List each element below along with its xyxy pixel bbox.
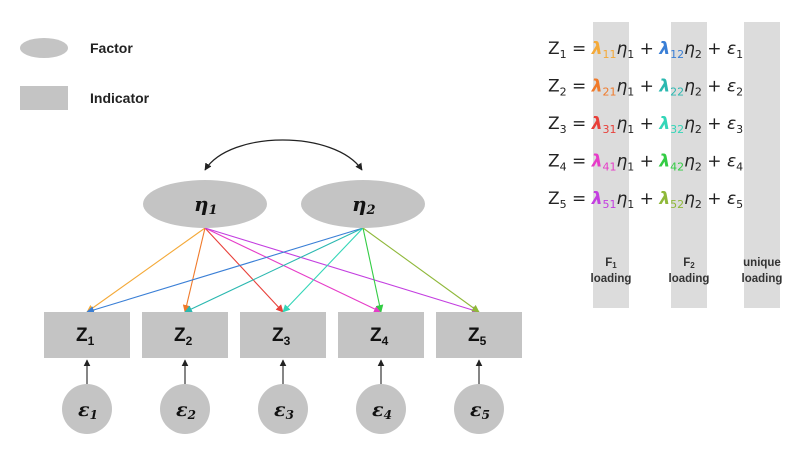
error-symbol: ε5	[470, 399, 490, 422]
indicator-z3: Z3	[240, 312, 326, 358]
equation-z3: Z3 = λ31η1 + λ32η2 + ε3	[548, 114, 743, 136]
indicator-box	[142, 312, 228, 358]
equations: Z1 = λ11η1 + λ12η2 + ε1 Z2 = λ21η1 + λ22η…	[548, 39, 743, 211]
column-bar-f2	[671, 22, 707, 308]
factor-symbol: η1	[194, 192, 218, 218]
loading-arrow-f1-z3	[204, 227, 284, 313]
error-symbol: ε3	[274, 399, 294, 422]
indicator-symbol: Z5	[468, 325, 487, 348]
indicator-z1: Z1	[44, 312, 130, 358]
legend-indicator-swatch	[20, 86, 68, 110]
error-e5: ε5	[454, 384, 504, 434]
equation-z1: Z1 = λ11η1 + λ12η2 + ε1	[548, 39, 743, 61]
loading-arrow-f1-z4	[204, 227, 382, 313]
loading-arrows	[86, 227, 480, 314]
indicator-box	[436, 312, 522, 358]
loading-arrow-f2-z4	[362, 227, 384, 313]
indicator-symbol: Z2	[174, 325, 193, 348]
loading-arrow-f1-z5	[204, 227, 480, 314]
error-circle	[258, 384, 308, 434]
loading-arrow-f1-z1	[86, 227, 206, 313]
legend-indicator-label: Indicator	[90, 90, 150, 106]
factor-shape	[143, 180, 267, 228]
indicator-symbol: Z3	[272, 325, 291, 348]
equation-z2: Z2 = λ21η1 + λ22η2 + ε2	[548, 77, 743, 99]
error-e4: ε4	[356, 384, 406, 434]
equation-z5: Z5 = λ51η1 + λ52η2 + ε5	[548, 189, 743, 211]
indicator-box	[240, 312, 326, 358]
error-circle	[356, 384, 406, 434]
column-label-unique: unique	[743, 257, 781, 269]
indicator-z2: Z2	[142, 312, 228, 358]
loading-arrow-f2-z2	[184, 227, 364, 313]
column-labels: F1 loading F2 loading unique loading	[591, 257, 783, 285]
loading-arrow-f2-z3	[282, 227, 364, 313]
error-symbol: ε1	[78, 399, 98, 422]
column-bar-unique	[744, 22, 780, 308]
loading-arrow-f2-z5	[362, 227, 480, 313]
legend-factor-label: Factor	[90, 40, 133, 56]
legend: Factor Indicator	[20, 38, 150, 110]
error-e2: ε2	[160, 384, 210, 434]
error-arrows	[83, 359, 483, 384]
factor-eta2: η2	[301, 180, 425, 228]
indicator-z5: Z5	[436, 312, 522, 358]
column-label-f1-loading: loading	[591, 273, 632, 285]
loading-arrow-f1-z2	[182, 227, 206, 313]
column-label-unique-loading: loading	[742, 273, 783, 285]
legend-factor-swatch	[20, 38, 68, 58]
factor-symbol: η2	[352, 192, 376, 218]
loading-arrow-f2-z1	[86, 227, 364, 314]
indicator-box	[338, 312, 424, 358]
error-symbol: ε4	[372, 399, 392, 422]
column-bar-f1	[593, 22, 629, 308]
factor-shape	[301, 180, 425, 228]
column-label-f2: F2	[683, 257, 695, 270]
error-circle	[160, 384, 210, 434]
indicator-z4: Z4	[338, 312, 424, 358]
factor-covariance-arrow	[204, 139, 363, 171]
error-circle	[454, 384, 504, 434]
error-e3: ε3	[258, 384, 308, 434]
factor-eta1: η1	[143, 180, 267, 228]
error-e1: ε1	[62, 384, 112, 434]
column-label-f1: F1	[605, 257, 617, 270]
error-symbol: ε2	[176, 399, 196, 422]
indicator-symbol: Z1	[76, 325, 95, 348]
error-circle	[62, 384, 112, 434]
indicator-box	[44, 312, 130, 358]
equation-z4: Z4 = λ41η1 + λ42η2 + ε4	[548, 152, 743, 174]
column-label-f2-loading: loading	[669, 273, 710, 285]
indicator-symbol: Z4	[370, 325, 389, 348]
equation-columns	[593, 22, 780, 308]
